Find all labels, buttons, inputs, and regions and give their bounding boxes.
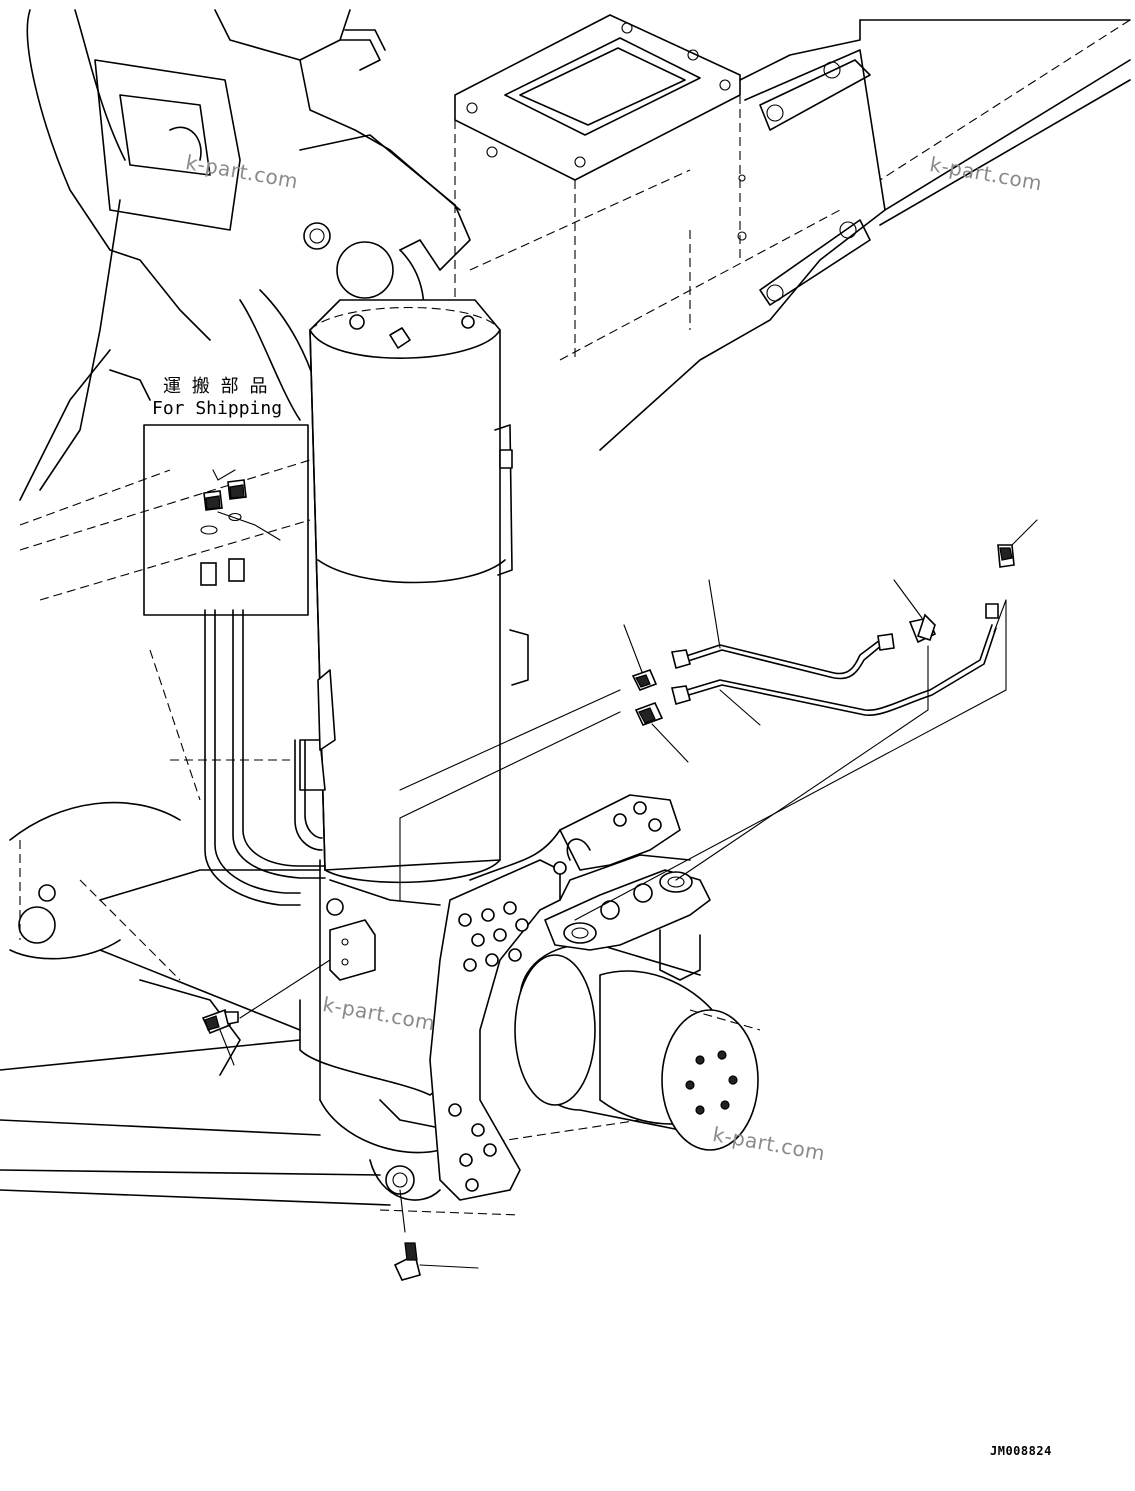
upper-frame xyxy=(19,9,1131,601)
knuckle-and-hub xyxy=(429,794,761,1201)
shipping-label-japanese: 運 搬 部 品 xyxy=(163,376,268,397)
knuckle-holes xyxy=(448,801,662,1192)
lubrication-tubes xyxy=(671,603,999,716)
shipping-label-english: For Shipping xyxy=(152,398,283,419)
shipping-parts-box xyxy=(143,424,309,616)
leader-lines xyxy=(212,469,1038,1269)
steering-cylinder xyxy=(299,299,529,1101)
lower-frame xyxy=(0,649,641,1216)
fittings xyxy=(200,479,1015,1281)
drawing-code: JM008824 xyxy=(990,1444,1052,1458)
shipping-hoses xyxy=(204,609,326,906)
